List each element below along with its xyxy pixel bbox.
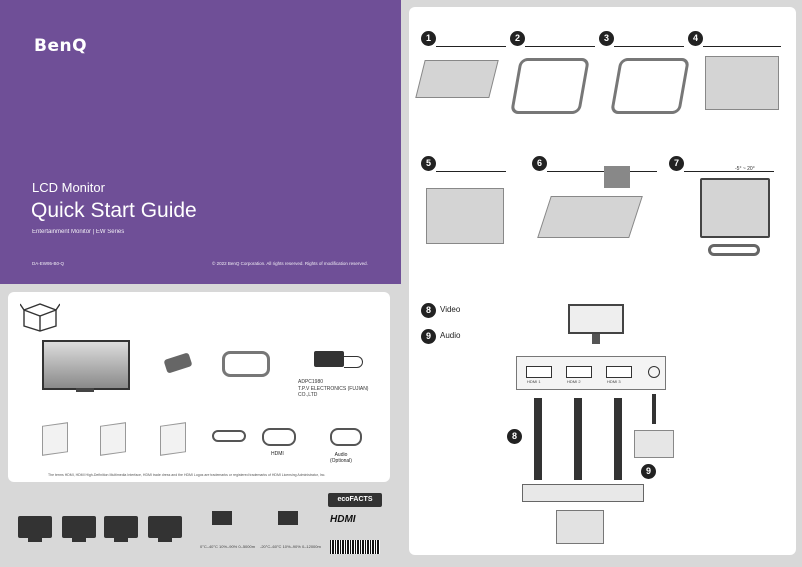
hdmi-trademark-notice: The terms HDMI, HDMI High-Definition Mul… xyxy=(48,473,326,477)
step-number: 2 xyxy=(510,31,525,46)
step-divider xyxy=(436,171,506,172)
step-3-illustration xyxy=(610,58,690,114)
step-2-illustration xyxy=(510,58,590,114)
audio-callout: 9 xyxy=(641,464,656,479)
step-number: 4 xyxy=(688,31,703,46)
warn-stand xyxy=(72,538,86,542)
booklet-3 xyxy=(160,422,186,456)
source-device-ports xyxy=(522,484,644,502)
ventilation-icon xyxy=(148,516,182,538)
env-specs-2: -20°C–60°C 10%–90% 0–12000m xyxy=(260,544,321,549)
step-number: 5 xyxy=(421,156,436,171)
env-specs-1: 0°C–40°C 10%–90% 0–5000m xyxy=(200,544,256,549)
audio-step-number: 9 xyxy=(421,329,436,344)
cover-panel xyxy=(0,0,401,284)
hdmi-logo: HDMI xyxy=(330,514,356,525)
booklet-1 xyxy=(42,422,68,456)
port-label: HDMI 1 xyxy=(527,379,541,384)
power-icon xyxy=(278,511,298,525)
monitor-diagram-stand xyxy=(592,334,600,344)
step-divider xyxy=(436,46,506,47)
series-label: Entertainment Monitor | EW Series xyxy=(32,229,125,235)
step-6-inset xyxy=(604,166,630,188)
no-objects-icon xyxy=(104,516,138,538)
hdmi-cable-label: HDMI xyxy=(271,451,284,457)
step-number: 1 xyxy=(421,31,436,46)
product-type: LCD Monitor xyxy=(32,180,105,195)
hdmi-cable-2 xyxy=(574,398,582,480)
hdmi-port-1 xyxy=(526,366,552,378)
booklet-2 xyxy=(100,422,126,456)
no-pressure-icon xyxy=(18,516,52,538)
step-6-illustration xyxy=(537,196,643,238)
doc-code: DA-EW95-B0-Q xyxy=(32,261,65,266)
audio-label: Audio xyxy=(440,331,461,340)
power-cable-illustration xyxy=(212,430,246,442)
page-title: Quick Start Guide xyxy=(31,199,197,222)
step-divider xyxy=(614,46,684,47)
audio-port xyxy=(648,366,660,378)
computer-illustration xyxy=(556,510,604,544)
step-number: 3 xyxy=(599,31,614,46)
step-divider xyxy=(703,46,781,47)
step-7-stand xyxy=(708,244,760,256)
step-number: 7 xyxy=(669,156,684,171)
box-icon xyxy=(19,300,61,337)
step-divider xyxy=(684,171,774,172)
adapter-label: ADPC1980 T.P.V ELECTRONICS (FUJIAN) CO.,… xyxy=(298,379,369,398)
video-callout: 8 xyxy=(507,429,522,444)
monitor-foot xyxy=(76,388,94,392)
ecofacts-logo: ecoFACTS xyxy=(328,493,382,507)
video-label: Video xyxy=(440,305,461,314)
step-5-illustration xyxy=(426,188,504,244)
hdmi-cable-3 xyxy=(614,398,622,480)
warn-stand xyxy=(114,538,128,542)
step-4-illustration xyxy=(705,56,779,110)
video-step-number: 8 xyxy=(421,303,436,318)
warn-stand xyxy=(158,538,172,542)
stand-base-illustration xyxy=(222,351,270,377)
headphones-illustration xyxy=(634,430,674,458)
tilt-label: -5° ~ 20° xyxy=(735,166,755,172)
no-liquid-icon xyxy=(62,516,96,538)
port-label: HDMI 3 xyxy=(607,379,621,384)
warn-stand xyxy=(28,538,42,542)
audio-cable-illustration xyxy=(330,428,362,446)
step-divider xyxy=(547,171,657,172)
hdmi-cable-illustration xyxy=(262,428,296,446)
brand-logo: BenQ xyxy=(34,36,88,56)
copyright-text: © 2022 BenQ Corporation. All rights rese… xyxy=(212,261,368,266)
barcode xyxy=(330,540,380,554)
monitor-diagram xyxy=(568,304,624,334)
adapter-cord xyxy=(344,356,363,368)
port-label: HDMI 2 xyxy=(567,379,581,384)
power-adapter-illustration xyxy=(314,351,344,367)
power-icon xyxy=(212,511,232,525)
step-divider xyxy=(525,46,595,47)
step-1-illustration xyxy=(415,60,499,98)
step-number: 6 xyxy=(532,156,547,171)
io-port-panel xyxy=(516,356,666,390)
audio-cable xyxy=(652,394,656,424)
hdmi-port-2 xyxy=(566,366,592,378)
hdmi-port-3 xyxy=(606,366,632,378)
step-7-illustration xyxy=(700,178,770,238)
hdmi-cable-1 xyxy=(534,398,542,480)
monitor-illustration xyxy=(42,340,130,390)
audio-cable-label: Audio (Optional) xyxy=(330,452,352,464)
